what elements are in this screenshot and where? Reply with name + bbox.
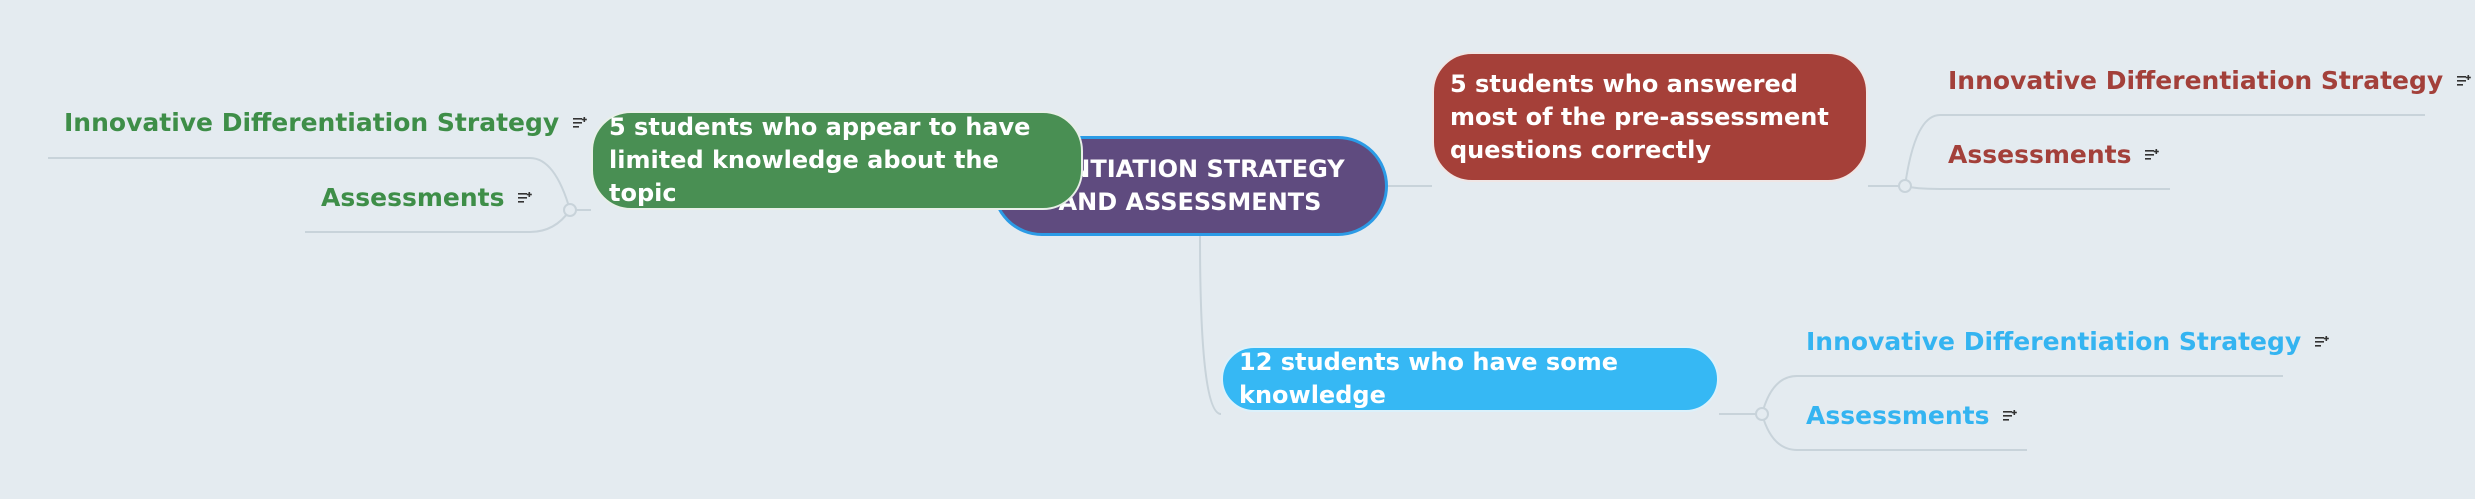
connector-blue-leaf-2 — [1761, 413, 2027, 451]
hub-blue — [1755, 407, 1769, 421]
leaf-label: Innovative Differentiation Strategy — [1948, 66, 2444, 95]
leaf-green-strategy[interactable]: Innovative Differentiation Strategy — [64, 106, 587, 140]
leaf-label: Assessments — [1948, 140, 2132, 169]
branch-limited-knowledge[interactable]: 5 students who appear to have limited kn… — [591, 111, 1083, 210]
branch-label: 12 students who have some knowledge — [1239, 348, 1618, 409]
connector-green-leaf-1 — [48, 157, 571, 211]
branch-pre-assessment-correct[interactable]: 5 students who answered most of the pre-… — [1432, 52, 1868, 182]
leaf-blue-assessments[interactable]: Assessments — [1806, 399, 2018, 433]
note-icon[interactable] — [518, 192, 533, 204]
leaf-label: Assessments — [1806, 401, 1990, 430]
note-icon[interactable] — [2003, 410, 2018, 422]
note-icon[interactable] — [573, 117, 587, 129]
leaf-red-strategy[interactable]: Innovative Differentiation Strategy — [1948, 64, 2471, 98]
connector-red-leaf-2 — [1904, 185, 2170, 190]
note-icon[interactable] — [2457, 75, 2471, 87]
branch-some-knowledge[interactable]: 12 students who have some knowledge — [1221, 346, 1719, 412]
branch-label: 5 students who appear to have limited kn… — [609, 113, 1031, 207]
connector-root-blue — [1199, 235, 1222, 415]
leaf-green-assessments[interactable]: Assessments — [321, 181, 533, 215]
leaf-red-assessments[interactable]: Assessments — [1948, 138, 2160, 172]
hub-red — [1898, 179, 1912, 193]
leaf-label: Innovative Differentiation Strategy — [1806, 327, 2302, 356]
leaf-blue-strategy[interactable]: Innovative Differentiation Strategy — [1806, 325, 2329, 359]
connector-red-leaf-1 — [1904, 114, 2425, 187]
note-icon[interactable] — [2315, 336, 2329, 348]
hub-green — [563, 203, 577, 217]
leaf-label: Innovative Differentiation Strategy — [64, 108, 560, 137]
branch-label: 5 students who answered most of the pre-… — [1450, 69, 1829, 164]
connector-blue-leaf-1 — [1761, 375, 2283, 415]
note-icon[interactable] — [2145, 149, 2160, 161]
leaf-label: Assessments — [321, 183, 505, 212]
